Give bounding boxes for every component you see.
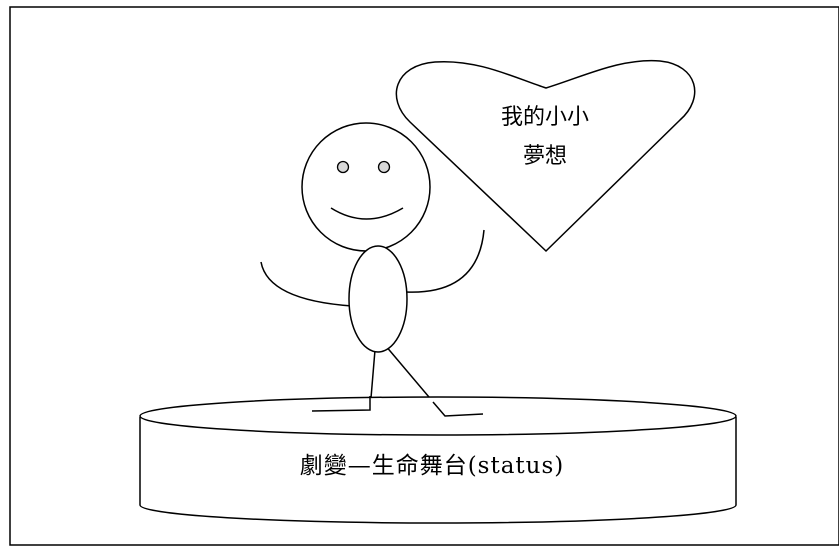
- figure-body: [348, 245, 408, 353]
- stage-cylinder-side: [139, 417, 737, 524]
- figure-right-arm: [405, 229, 485, 293]
- figure-left-foot: [311, 396, 371, 412]
- frame-border: [9, 6, 839, 546]
- bubble-text-line2: 夢想: [523, 144, 567, 169]
- figure-left-eye: [336, 160, 350, 174]
- figure-left-arm: [260, 261, 353, 307]
- figure-head: [301, 122, 431, 252]
- figure-right-foot: [432, 401, 484, 417]
- figure-right-eye: [377, 160, 391, 174]
- figure-smile: [330, 207, 404, 220]
- stage-label: 劇變—生命舞台(status): [300, 453, 565, 479]
- heart-speech-bubble: [395, 59, 696, 253]
- bubble-text-line1: 我的小小: [501, 105, 589, 130]
- stage-cylinder-top: [139, 396, 737, 436]
